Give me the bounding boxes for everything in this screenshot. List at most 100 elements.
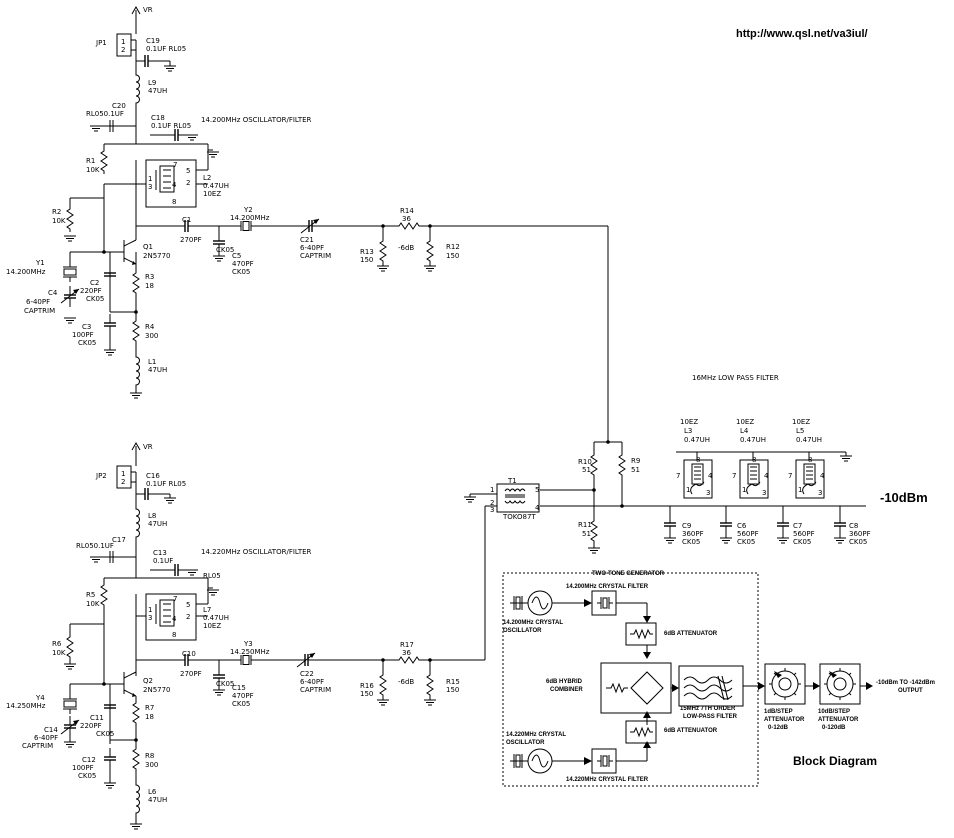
l3-type: 10EZ <box>680 418 698 426</box>
r15-ref: R15 <box>446 678 460 686</box>
svg-text:3: 3 <box>818 489 822 497</box>
r7-value: 18 <box>145 713 154 721</box>
c17-ref: C17 <box>112 536 126 544</box>
svg-text:2: 2 <box>490 499 494 507</box>
svg-text:1: 1 <box>121 470 125 478</box>
attenuator-2-icon <box>625 720 657 744</box>
c10-pkg: CK05 <box>216 680 234 688</box>
block-diagram: TWO-TONE GENERATOR 14.200MHz CRYSTAL OSC… <box>502 571 935 787</box>
r13-ref: R13 <box>360 248 374 256</box>
c13-value: 0.1UF <box>153 557 173 565</box>
r3-value: 18 <box>145 282 154 290</box>
svg-text:3: 3 <box>148 183 152 191</box>
r16-ref: R16 <box>360 682 374 690</box>
r3-ref: R3 <box>145 273 154 281</box>
r4-value: 300 <box>145 332 158 340</box>
c3-pkg: CK05 <box>78 339 96 347</box>
svg-text:1: 1 <box>148 175 152 183</box>
l2-value: 0.47UH <box>203 182 229 190</box>
jp1-connector <box>116 33 132 57</box>
c14-ref: C14 <box>44 726 58 734</box>
low-pass-filter-section: 16MHz LOW PASS FILTER C9 360PF CK05 C6 5… <box>660 374 928 546</box>
c11-ref: C11 <box>90 714 104 722</box>
svg-text:4: 4 <box>764 472 769 480</box>
step1-block-label-1: 1dB/STEP <box>764 709 793 715</box>
r14-ref: R14 <box>400 207 414 215</box>
c14-value: 6-40PF <box>34 734 58 742</box>
q1-type: 2N5770 <box>143 252 171 260</box>
c6-ref: C6 <box>737 522 747 530</box>
svg-text:1: 1 <box>798 486 802 494</box>
r11-value: 51 <box>582 530 591 538</box>
r16-value: 150 <box>360 690 373 698</box>
c17-value: RL050.1UF <box>76 542 114 550</box>
c18-value: 0.1UF RL05 <box>151 122 191 130</box>
c20-value: RL050.1UF <box>86 110 124 118</box>
c7-value: 560PF <box>793 530 815 538</box>
r17-ref: R17 <box>400 641 414 649</box>
q1-ref: Q1 <box>143 243 153 251</box>
c1-ref: C1 <box>182 216 191 224</box>
r13-value: 150 <box>360 256 373 264</box>
att2-block-label: 6dB ATTENUATOR <box>664 728 718 734</box>
l6-value: 47UH <box>148 796 167 804</box>
q2-ref: Q2 <box>143 677 153 685</box>
c4-type: CAPTRIM <box>24 307 55 315</box>
block-frame <box>502 572 759 787</box>
c21-type: CAPTRIM <box>300 252 331 260</box>
l9-ref: L9 <box>148 79 156 87</box>
c21-value: 6-40PF <box>300 244 324 252</box>
osc1-block-label-1: 14.200MHz CRYSTAL <box>503 620 563 626</box>
step10-block-label-1: 10dB/STEP <box>818 709 850 715</box>
c20-ref: C20 <box>112 102 126 110</box>
svg-text:8: 8 <box>172 198 176 206</box>
svg-text:8: 8 <box>752 456 756 464</box>
l6-ref: L6 <box>148 788 157 796</box>
svg-text:1: 1 <box>148 606 152 614</box>
c11-pkg: CK05 <box>96 730 114 738</box>
c12-ref: C12 <box>82 756 96 764</box>
svg-text:4: 4 <box>708 472 713 480</box>
c16-ref: C16 <box>146 472 160 480</box>
c5-ref: C5 <box>232 252 241 260</box>
svg-text:1: 1 <box>686 486 690 494</box>
r2-ref: R2 <box>52 208 61 216</box>
y1-ref: Y1 <box>35 259 45 267</box>
y3-value: 14.250MHz <box>230 648 270 656</box>
output-block-label-2: OUTPUT <box>898 688 923 694</box>
svg-text:4: 4 <box>172 615 177 623</box>
r5-value: 10K <box>86 600 100 608</box>
c6-pkg: CK05 <box>737 538 755 546</box>
filter2-block-label: 14.220MHz CRYSTAL FILTER <box>566 777 649 783</box>
svg-text:2: 2 <box>121 478 125 486</box>
c3-ref: C3 <box>82 323 91 331</box>
c1-pkg: CK05 <box>216 246 234 254</box>
jp2-label: JP2 <box>95 472 107 480</box>
r14-value: 36 <box>402 215 411 223</box>
vr-label-1: VR <box>143 6 153 14</box>
vr-label-2: VR <box>143 443 153 451</box>
svg-text:3: 3 <box>706 489 710 497</box>
svg-text:4: 4 <box>535 504 540 512</box>
c22-value: 6-40PF <box>300 678 324 686</box>
c22-ref: C22 <box>300 670 314 678</box>
t1-transformer <box>496 483 540 513</box>
c19-ref: C19 <box>146 37 160 45</box>
c6-value: 560PF <box>737 530 759 538</box>
hybrid-combiner-icon <box>600 662 672 714</box>
l2-type: 10EZ <box>203 190 221 198</box>
l7-type: 10EZ <box>203 622 221 630</box>
c7-pkg: CK05 <box>793 538 811 546</box>
att1-block-label: 6dB ATTENUATOR <box>664 631 718 637</box>
lpf-block-label-2: LOW-PASS FILTER <box>683 714 738 720</box>
c2-value: 220PF <box>80 287 102 295</box>
c21-ref: C21 <box>300 236 314 244</box>
svg-text:7: 7 <box>732 472 736 480</box>
r7-ref: R7 <box>145 704 154 712</box>
lpf-block-label-1: 15MHz 7TH ORDER <box>680 706 736 712</box>
r9-ref: R9 <box>631 457 640 465</box>
l4-ref: L4 <box>740 427 749 435</box>
osc2-title: 14.220MHz OSCILLATOR/FILTER <box>201 548 312 556</box>
crystal-filter-2-icon <box>591 748 617 774</box>
